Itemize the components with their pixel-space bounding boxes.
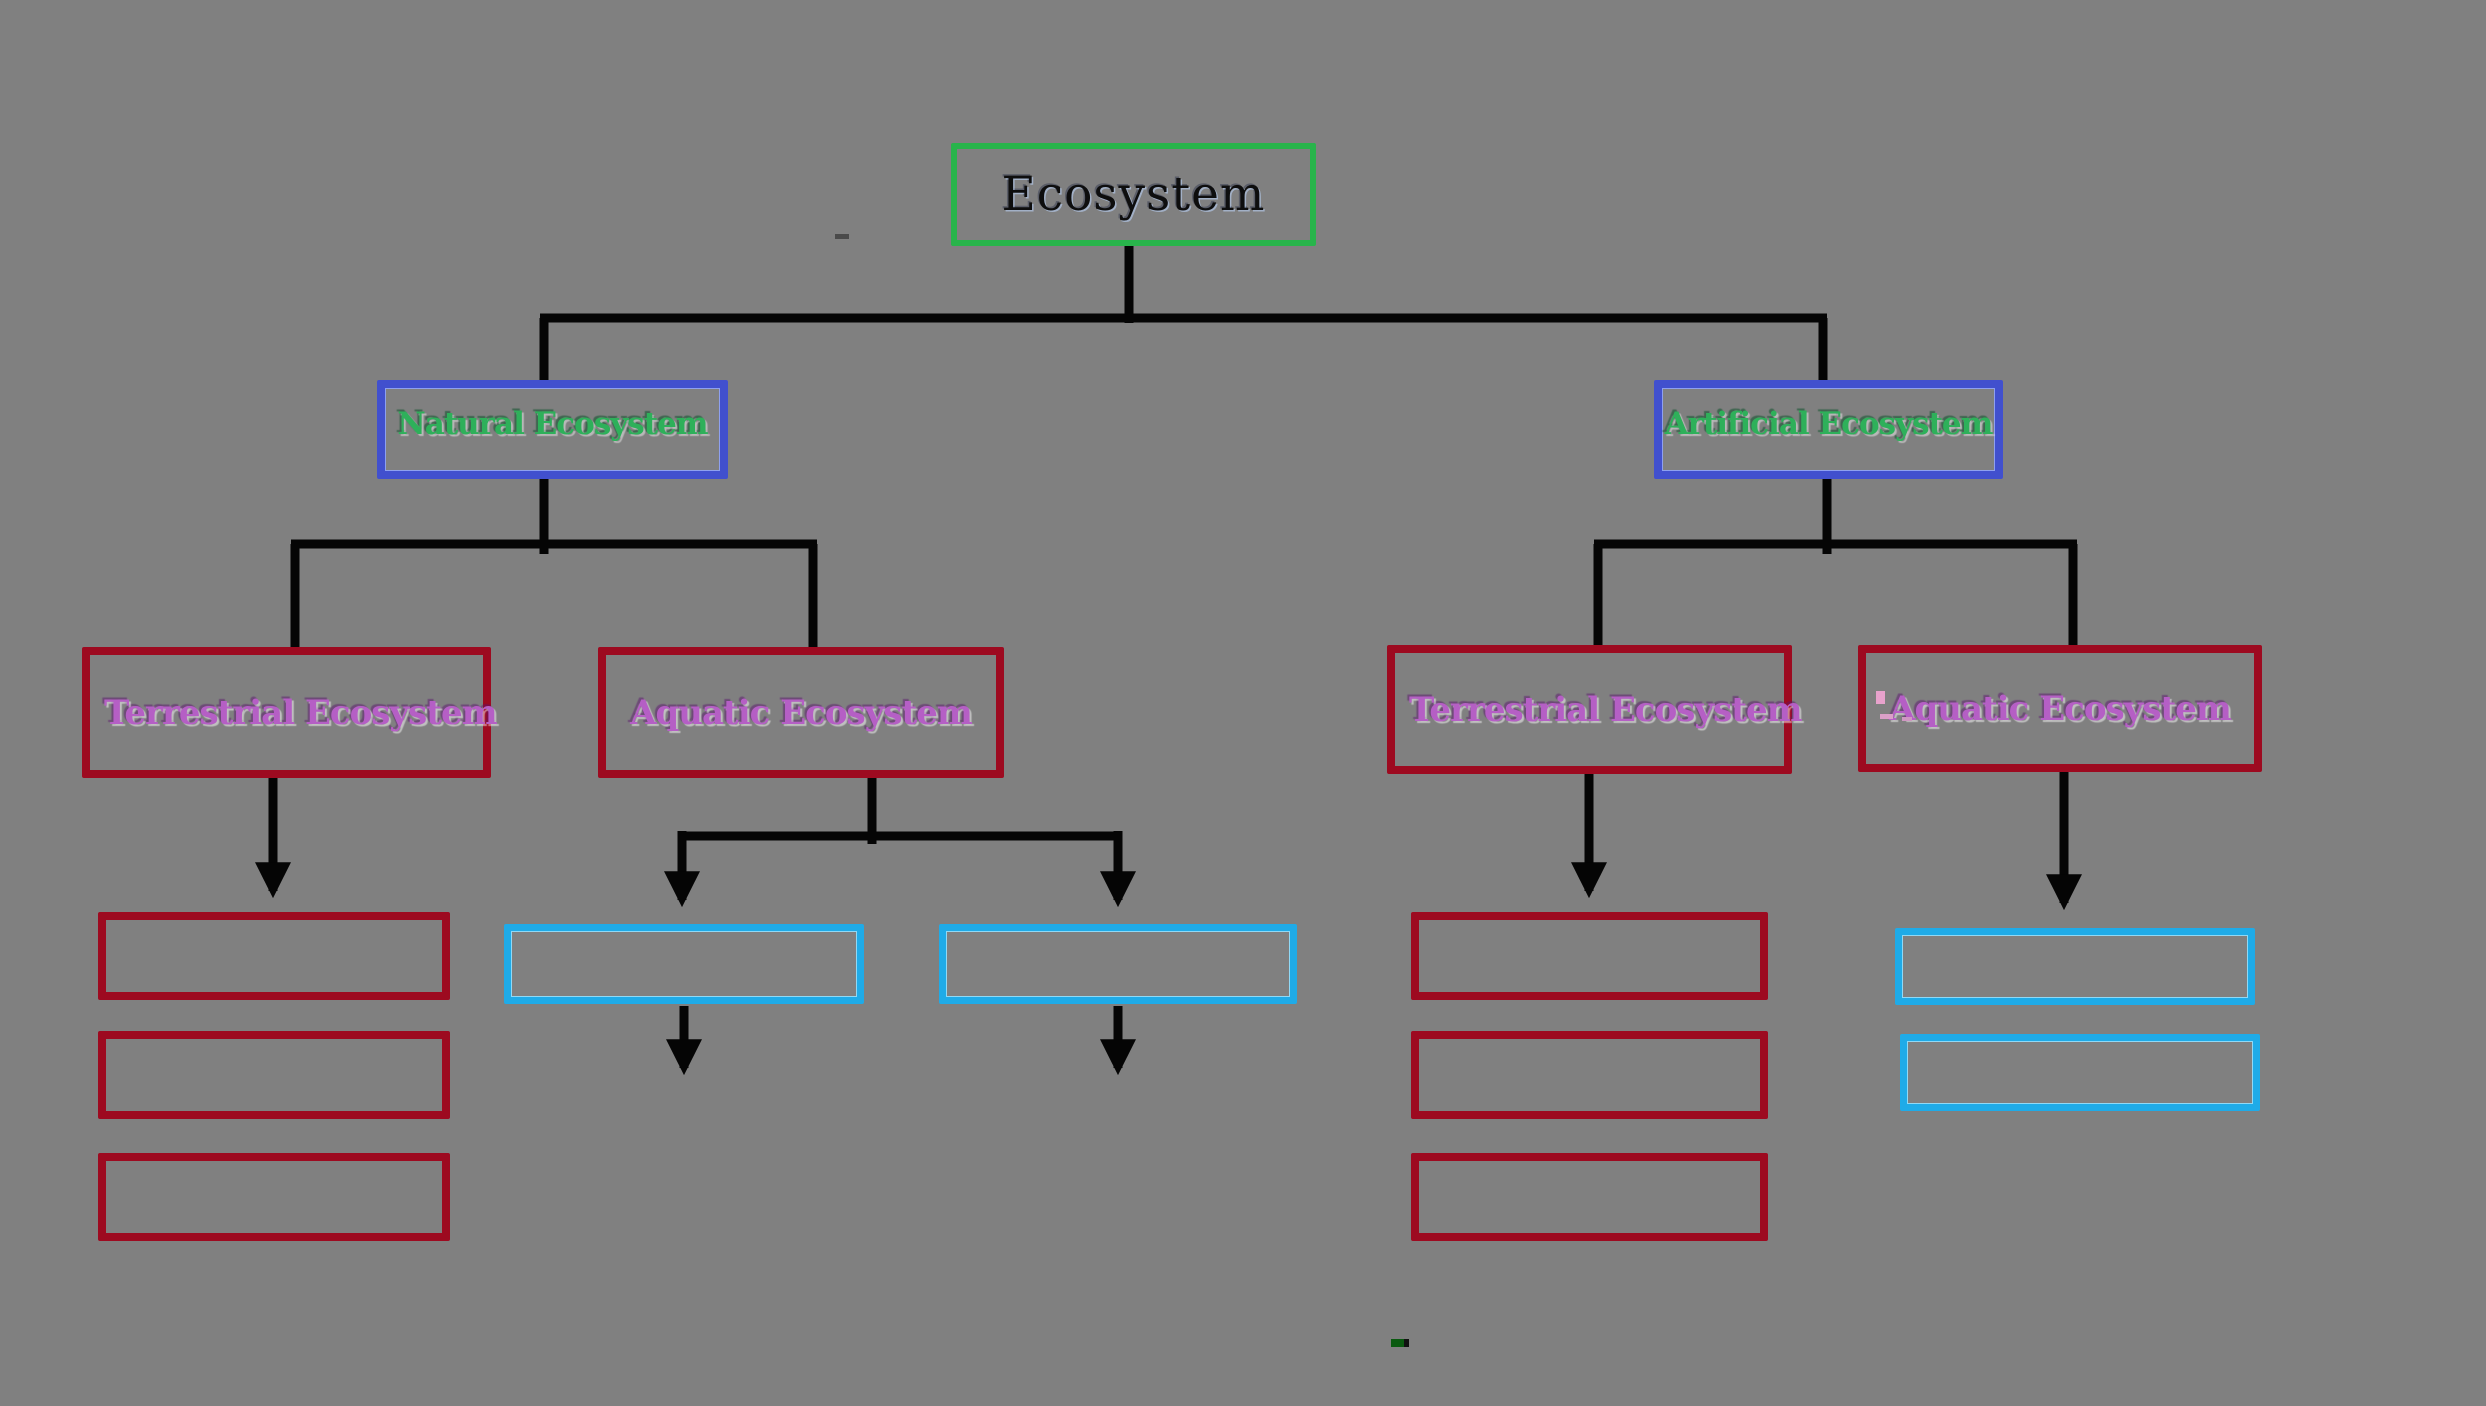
child-label: Terrestrial Ecosystem [104,692,498,733]
branch-label: Artificial Ecosystem [1664,405,1994,442]
paint-artifact-dash-top [835,234,849,239]
empty-box-left-terrestrial-1 [98,912,450,1000]
child-box-right-aquatic: Aquatic Ecosystem [1858,645,2262,772]
paint-artifact-pink-dash [1880,714,1893,719]
child-label: Aquatic Ecosystem [1889,688,2232,729]
child-box-right-terrestrial: Terrestrial Ecosystem [1387,645,1803,774]
root-label: Ecosystem [1001,167,1266,222]
empty-box-right-terrestrial-1 [1411,912,1768,1000]
child-box-left-aquatic: Aquatic Ecosystem [598,647,1004,778]
empty-box-right-aquatic-2 [1900,1034,2260,1111]
empty-box-right-terrestrial-2 [1411,1031,1768,1119]
paint-artifact-green-dash-bottom [1391,1339,1409,1347]
empty-box-right-aquatic-1 [1895,928,2255,1005]
connector-root-to-branches [539,244,1828,383]
child-box-left-terrestrial: Terrestrial Ecosystem [82,647,498,778]
branch-label: Natural Ecosystem [397,405,708,442]
connector-artificial-to-children [1593,477,2078,648]
branch-box-artificial-ecosystem: Artificial Ecosystem [1654,380,2003,479]
empty-box-left-aquatic-2 [939,924,1297,1004]
empty-box-right-terrestrial-3 [1411,1153,1768,1241]
root-box-ecosystem: Ecosystem [951,143,1316,246]
paint-artifact-pink-square [1876,691,1885,704]
empty-box-left-aquatic-1 [504,924,864,1004]
connector-natural-to-children [290,477,818,650]
child-label: Terrestrial Ecosystem [1409,689,1803,730]
empty-box-left-terrestrial-3 [98,1153,450,1241]
connector-left-aquatic-split [678,775,1122,844]
child-label: Aquatic Ecosystem [630,692,973,733]
paint-artifact-pink-dash-2 [1902,717,1912,721]
empty-box-left-terrestrial-2 [98,1031,450,1119]
branch-box-natural-ecosystem: Natural Ecosystem [377,380,728,479]
